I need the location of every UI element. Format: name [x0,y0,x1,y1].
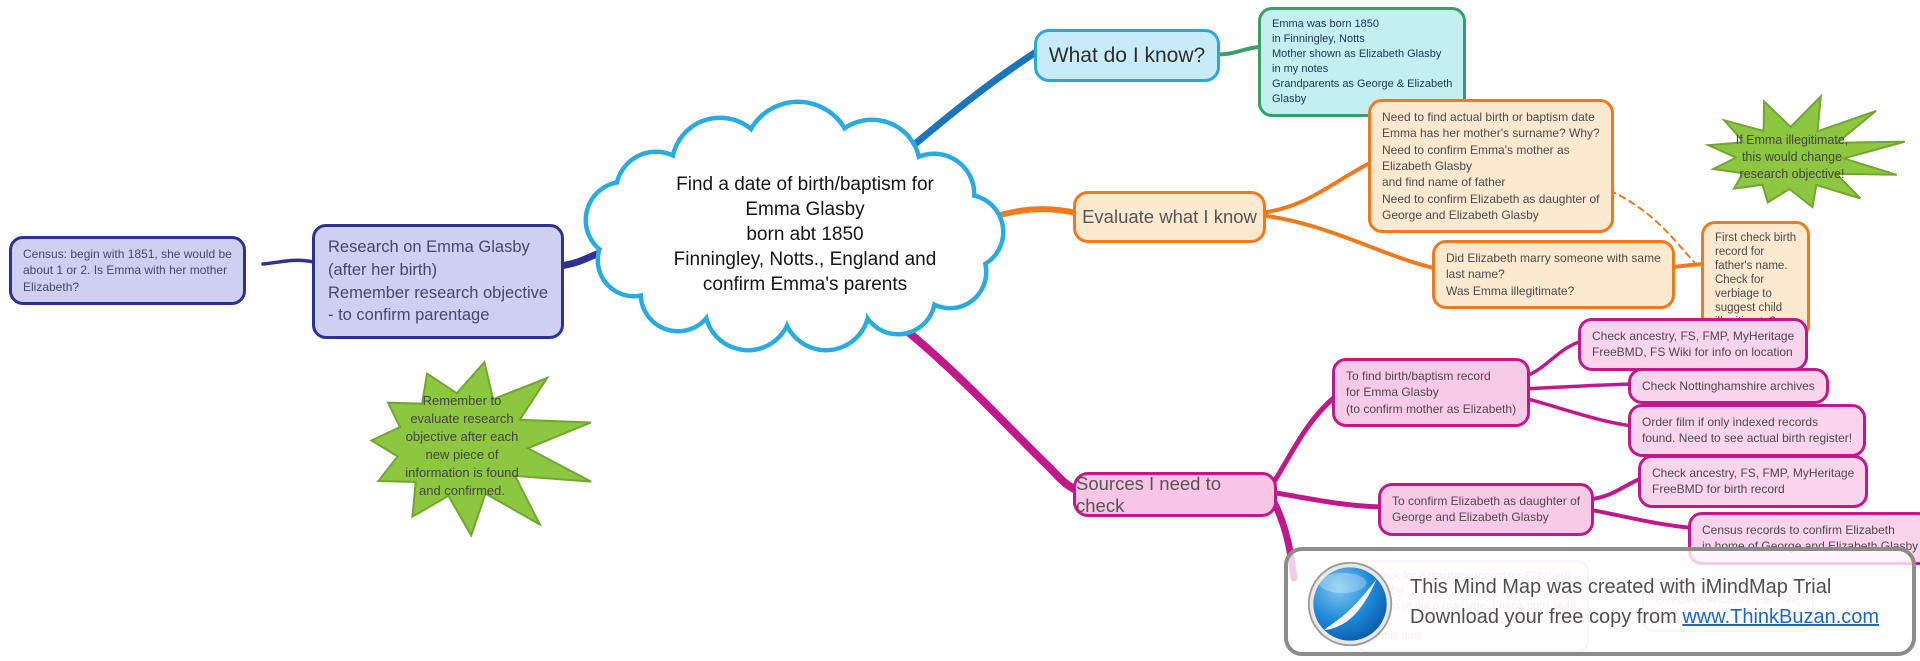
connector-needs-note [1258,162,1370,215]
marry-note[interactable]: Did Elizabeth marry someone with same la… [1432,240,1675,309]
know-note[interactable]: Emma was born 1850 in Finningley, Notts … [1258,7,1467,117]
connector-marry-note [1258,213,1436,270]
connector-order-film [1522,396,1634,428]
connector-confirm-elizabeth [1267,489,1385,510]
connector-census [261,258,316,266]
star-burst-illegitimate[interactable] [1704,93,1906,209]
confirm-elizabeth-note[interactable]: To confirm Elizabeth as daughter of Geor… [1378,483,1595,536]
ancestry-birth-note[interactable]: Check ancestry, FS, FMP, MyHeritage Free… [1638,455,1869,508]
research-note[interactable]: Research on Emma Glasby (after her birth… [312,224,565,340]
node-evaluate[interactable]: Evaluate what I know [1073,191,1266,243]
node-sources[interactable]: Sources I need to check [1073,472,1277,517]
branch-sources-main [874,304,1080,494]
connector-know-note [1212,45,1262,57]
connector-birth-record [1267,393,1339,491]
node-what-do-i-know[interactable]: What do I know? [1034,29,1220,82]
watermark-banner: This Mind Map was created with iMindMap … [1284,547,1916,656]
order-film-note[interactable]: Order film if only indexed records found… [1628,404,1867,457]
illegitimate-star-text: If Emma illegitimate, this would change … [1735,133,1849,181]
ancestry-location-note[interactable]: Check ancestry, FS, FMP, MyHeritage Free… [1578,318,1809,371]
connector-census-confirm [1584,507,1694,530]
nottinghamshire-note[interactable]: Check Nottinghamshire archives [1628,368,1829,405]
thinkbuzan-link[interactable]: www.ThinkBuzan.com [1682,605,1880,628]
connector-ancestry-location [1522,339,1584,379]
imindmap-logo-icon [1306,560,1394,648]
relationship-dashed-line [1599,185,1695,263]
birth-record-note[interactable]: To find birth/baptism record for Emma Gl… [1332,358,1531,427]
needs-note[interactable]: Need to find actual birth or baptism dat… [1368,99,1614,234]
watermark-line2: Download your free copy from www.ThinkBu… [1410,602,1879,632]
watermark-line2-prefix: Download your free copy from [1410,605,1683,628]
watermark-text: This Mind Map was created with iMindMap … [1410,572,1879,632]
star-burst-remember[interactable] [369,360,592,538]
central-cloud-shape[interactable] [583,99,1006,353]
watermark-line1: This Mind Map was created with iMindMap … [1410,575,1832,598]
central-topic[interactable]: Find a date of birth/baptism for Emma Gl… [673,174,937,296]
remember-star-text: Remember to evaluate research objective … [405,393,519,498]
census-note[interactable]: Census: begin with 1851, she would be ab… [9,236,246,305]
connector-nottinghamshire [1522,382,1634,391]
connector-ancestry-birth [1584,476,1644,502]
